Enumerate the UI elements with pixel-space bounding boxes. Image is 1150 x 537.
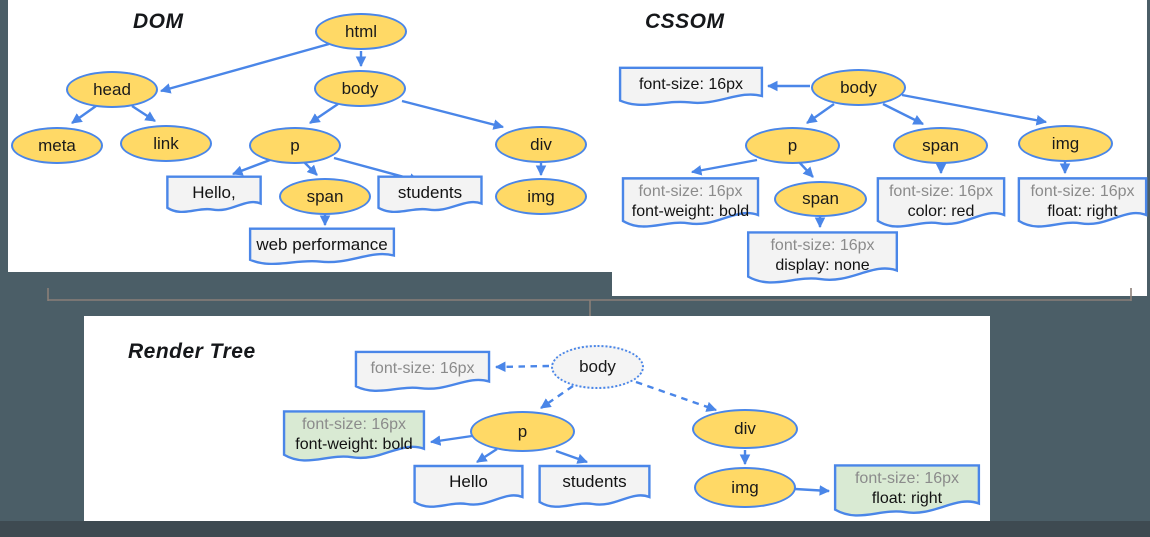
dom-textnode-students: students [377,175,483,213]
document-shape [876,176,1006,228]
arrow-render-p-hello [476,447,498,464]
render-node-div: div [692,409,798,449]
arrow-body-div [401,99,505,130]
arrow-head-link [131,104,156,123]
cssom-node-p: p [745,127,840,164]
arrow-html-head [159,42,330,94]
document-shape [354,350,491,392]
dom-node-link: link [120,125,212,162]
document-shape [746,230,899,284]
cssom-title: CSSOM [645,10,725,33]
dom-node-html: html [315,13,407,50]
arrow-cssom-p-rule [690,158,758,176]
document-shape [166,175,262,213]
render-node-p: p [470,411,575,452]
cssom-rule-body-box: font-size: 16px [618,66,764,106]
render-textnode-hello: Hello [413,464,524,508]
document-shape [282,409,426,462]
render-textnode-students: students [538,464,651,508]
arrow-p-span [303,161,318,176]
dom-node-div: div [495,126,587,163]
arrow-body-p [309,103,339,124]
render-title: Render Tree [128,340,256,363]
dom-node-span: span [279,178,371,215]
arrow-render-body-rule [494,361,550,373]
document-shape [621,176,760,228]
dom-node-body: body [314,70,406,107]
document-shape [538,464,651,508]
dom-node-head: head [66,71,158,108]
document-shape [1017,176,1148,228]
render-node-body: body [551,345,644,389]
arrow-render-p-students [555,449,588,464]
bottom-bar [0,521,1150,537]
arrow-render-body-div [635,380,717,412]
dom-node-p: p [249,127,341,164]
cssom-node-img: img [1018,125,1113,162]
document-shape [248,227,396,265]
arrow-cssom-body-span [882,102,924,126]
arrow-cssom-body-p [806,103,835,124]
dom-node-meta: meta [11,127,103,164]
arrow-render-p-rule [429,434,473,446]
document-shape [413,464,524,508]
arrow-p-hello [232,158,271,176]
document-shape [618,66,764,106]
arrow-render-body-p [540,385,574,409]
document-shape [833,463,981,517]
document-shape [377,175,483,213]
arrow-cssom-p-span [798,161,814,178]
dom-textnode-webperformance: web performance [248,227,396,265]
arrow-cssom-body-img [901,93,1048,126]
dom-textnode-hello: Hello, [166,175,262,213]
cssom-node-nested-span: span [774,181,867,217]
dom-title: DOM [133,10,184,33]
arrow-render-img-rule [794,485,831,496]
render-node-img: img [694,467,796,508]
arrow-head-meta [71,105,97,124]
cssom-node-span: span [893,127,988,164]
render-rule-body-box: font-size: 16px [354,350,491,392]
cssom-node-body: body [811,69,906,106]
dom-node-img: img [495,178,587,215]
